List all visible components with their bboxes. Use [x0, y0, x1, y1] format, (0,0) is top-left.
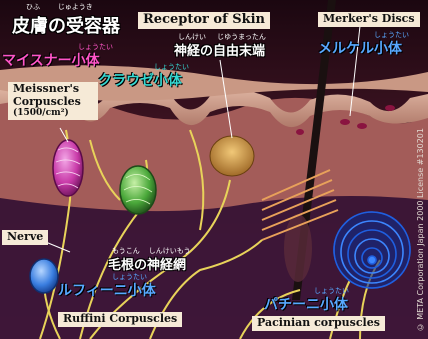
- meissner-en-line1: Meissner's: [13, 83, 93, 96]
- ruffini-corpuscle: [30, 259, 58, 293]
- ruffini-en-label: Ruffini Corpuscles: [58, 312, 182, 327]
- meissner-jp-label: マイスナー小体: [2, 50, 100, 70]
- krause-end-bulb: [120, 166, 156, 214]
- title-jp: 皮膚の受容器: [12, 12, 120, 38]
- free-nerve-jp-label: 神経の自由末端: [174, 40, 265, 59]
- ruffini-jp-label: ルフィーニ小体: [58, 280, 156, 300]
- pacinian-en-label: Pacinian corpuscles: [252, 316, 385, 331]
- nerve-en-label: Nerve: [2, 230, 48, 245]
- title-jp-group: ひふ じゅようき 皮膚の受容器: [12, 2, 120, 38]
- pacinian-jp-label: パチーニ小体: [264, 294, 348, 314]
- meissner-en-label: Meissner's Corpuscles (1500/cm²): [8, 82, 98, 120]
- hair-follicle: [284, 214, 312, 282]
- free-nerve-ending: [210, 136, 254, 176]
- meissner-density: (1500/cm²): [13, 108, 93, 118]
- krause-jp-label: クラウゼ小体: [98, 70, 182, 90]
- merkel-jp-label: メルケル小体: [318, 38, 402, 58]
- title-en: Receptor of Skin: [138, 12, 270, 29]
- hair-nerve-jp-label: 毛根の神経網: [108, 254, 186, 273]
- merkel-en-label: Merker's Discs: [318, 12, 420, 27]
- pacinian-corpuscle: [334, 212, 410, 288]
- meissner-en-line2: Corpuscles: [13, 96, 93, 109]
- title-furigana: ひふ じゅようき: [26, 2, 120, 12]
- copyright-notice: © META Corporation Japan 2000 License #1…: [416, 128, 425, 331]
